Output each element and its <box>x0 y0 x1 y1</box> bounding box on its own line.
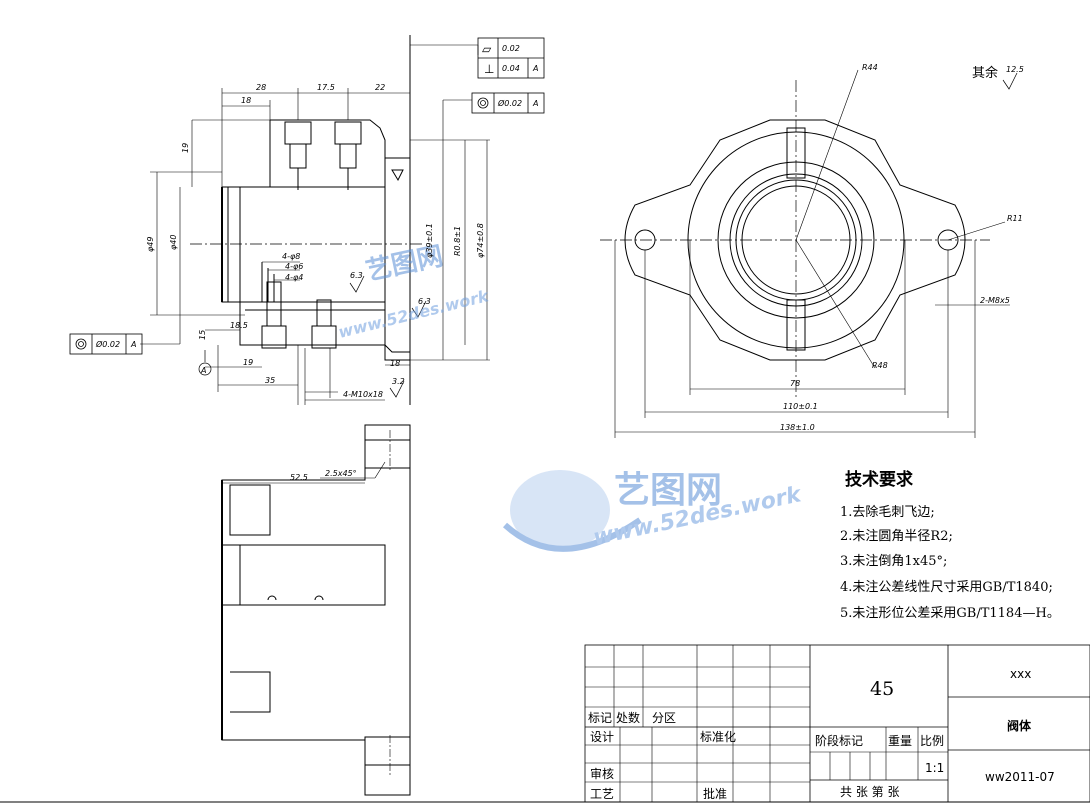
dim-19: 19 <box>243 358 253 367</box>
dim-18-bottom: 18 <box>390 359 400 368</box>
fcf-top <box>477 37 545 79</box>
dim-19-vert: 19 <box>181 143 190 153</box>
tb-label-review: 审核 <box>590 766 614 781</box>
tb-label-standard: 标准化 <box>700 730 736 744</box>
dim-15: 15 <box>198 330 207 340</box>
front-view <box>140 35 490 405</box>
tb-label-count: 处数 <box>616 710 640 725</box>
tb-drawing-no: ww2011-07 <box>985 770 1055 784</box>
dim-35: 35 <box>265 376 275 385</box>
tb-label-mark: 标记 <box>588 711 612 725</box>
section-view <box>221 424 411 796</box>
tb-label-design: 设计 <box>590 730 614 744</box>
tb-label-zone: 分区 <box>652 711 676 725</box>
dim-110: 110±0.1 <box>783 402 818 411</box>
fcf-coax-tol: Ø0.02 <box>497 98 522 108</box>
dim-17-5: 17.5 <box>317 83 335 92</box>
rough-6-3-a: 6.3 <box>350 271 363 280</box>
dim-22: 22 <box>375 83 385 92</box>
dim-phi74: φ74±0.8 <box>476 223 485 258</box>
title-block <box>584 644 1090 803</box>
fcf-left-tol: Ø0.02 <box>95 339 120 349</box>
fcf-left-ref: A <box>130 340 136 349</box>
fcf-left <box>69 333 143 355</box>
fcf-top-tol-1: 0.02 <box>502 44 520 53</box>
dim-m10: 4-M10x18 <box>343 390 383 399</box>
fcf-coaxial <box>471 92 545 114</box>
tb-label-ratio: 比例 <box>920 734 944 748</box>
fcf-coax-ref: A <box>532 99 538 108</box>
dim-phi39: φ39±0.1 <box>425 223 434 258</box>
fcf-top-sym-1: ▱ <box>482 42 492 56</box>
dim-52-5: 52.5 <box>290 473 308 482</box>
rough-6-3-b: 6.3 <box>418 297 431 306</box>
watermark-site-small: www.52des.work <box>336 286 491 342</box>
dim-holes-98: 4-φ8 <box>282 252 300 261</box>
tb-label-weight: 重量 <box>888 734 912 748</box>
dim-holes-94: 4-φ4 <box>285 273 303 282</box>
remaining-roughness-value: 12.5 <box>1006 65 1024 74</box>
fcf-top-sym-2: ⊥ <box>484 62 494 76</box>
tb-part-name: 阀体 <box>1007 718 1032 733</box>
tb-scale: 1:1 <box>925 761 944 775</box>
remaining-roughness-label: 其余 <box>972 65 998 81</box>
tb-material: 45 <box>870 678 894 700</box>
tech-title: 技术要求 <box>845 469 913 490</box>
dim-phi40: φ40 <box>169 235 178 250</box>
dim-phi-r: R0.8±1 <box>453 226 462 256</box>
dim-holes-96: 4-φ6 <box>285 262 303 271</box>
tb-company: xxx <box>1010 667 1031 681</box>
tech-item-5: 5.未注形位公差采用GB/T1184—H。 <box>840 606 1060 621</box>
rough-3-2: 3.2 <box>392 377 405 386</box>
dim-78: 78 <box>790 379 800 388</box>
tb-label-sheets: 共 张 第 张 <box>840 785 899 799</box>
dim-r44: R44 <box>862 63 878 72</box>
dim-138: 138±1.0 <box>780 423 815 432</box>
fcf-top-tol-2: 0.04 <box>502 64 520 73</box>
side-view <box>600 69 1018 438</box>
dim-m8: 2-M8x5 <box>980 296 1010 305</box>
dim-r48: R48 <box>872 361 888 370</box>
watermark-brand: 艺图网 <box>614 470 722 511</box>
tech-item-4: 4.未注公差线性尺寸采用GB/T1840; <box>840 580 1053 595</box>
fcf-top-ref-2: A <box>532 64 538 73</box>
tb-label-process: 工艺 <box>590 787 614 801</box>
tech-item-2: 2.未注圆角半径R2; <box>840 529 953 544</box>
tech-item-1: 1.去除毛刺飞边; <box>840 505 935 520</box>
tb-label-approve: 批准 <box>703 786 727 801</box>
dim-phi49: φ49 <box>146 237 155 252</box>
dim-chamfer: 2.5x45° <box>325 469 357 478</box>
dim-r11: R11 <box>1007 214 1023 223</box>
dim-18-5: 18.5 <box>230 321 248 330</box>
dim-18-top: 18 <box>241 96 251 105</box>
tb-label-stage: 阶段标记 <box>815 733 863 748</box>
datum-a-label: A <box>200 366 206 375</box>
dim-28: 28 <box>256 83 266 92</box>
tech-item-3: 3.未注倒角1x45°; <box>840 554 947 569</box>
